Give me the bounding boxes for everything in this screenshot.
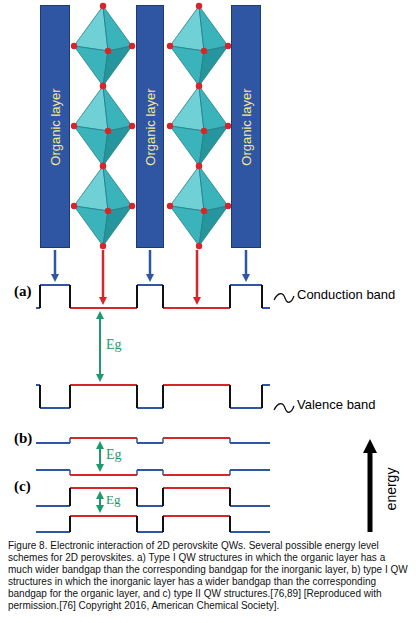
atom-dot [196, 83, 202, 89]
figure-caption: Figure 8. Electronic interaction of 2D p… [8, 540, 412, 612]
atom-dot [100, 163, 106, 169]
octahedron-face [74, 166, 108, 211]
atom-dot [71, 123, 77, 129]
atom-dot [196, 163, 202, 169]
octahedron-face [74, 86, 108, 131]
atom-dot [201, 48, 207, 54]
panel-letter: (a) [14, 283, 32, 300]
atom-dot [167, 123, 173, 129]
atom-dot [100, 163, 106, 169]
octahedron-face [170, 166, 204, 211]
octahedron-face [74, 206, 108, 246]
panel-letter: (c) [14, 478, 31, 495]
atom-dot [105, 48, 111, 54]
atom-dot [100, 83, 106, 89]
octahedron-face [103, 46, 132, 86]
octahedron-face [103, 86, 132, 131]
atom-dot [129, 123, 135, 129]
octahedron-face [103, 206, 132, 246]
band-label: Valence band [297, 397, 376, 412]
bandgap-label: Eg [106, 447, 122, 463]
octahedron-face [103, 126, 132, 166]
layer-label: Organic layer [143, 88, 158, 165]
organic-layer-box: Organic layer [136, 5, 164, 248]
bandgap-label: Eg [106, 492, 120, 508]
organic-layer-box: Organic layer [231, 5, 261, 248]
atom-dot [129, 43, 135, 49]
octahedra [71, 3, 231, 249]
atom-dot [196, 83, 202, 89]
atom-dot [196, 243, 202, 249]
octahedron-face [170, 46, 204, 86]
bandgap-label: Eg [106, 337, 122, 353]
octahedron-face [170, 6, 204, 51]
atom-dot [71, 43, 77, 49]
atom-dot [105, 128, 111, 134]
octahedron-face [74, 46, 108, 86]
octahedron-face [199, 86, 228, 131]
layer-label: Organic layer [48, 88, 63, 165]
octahedron-face [199, 206, 228, 246]
axis-label: energy [383, 468, 399, 511]
band-label: Conduction band [297, 287, 395, 302]
atom-dot [100, 3, 106, 9]
atom-dot [100, 83, 106, 89]
octahedron-face [74, 126, 108, 166]
atom-dot [196, 163, 202, 169]
atom-dot [167, 43, 173, 49]
octahedron-face [199, 6, 228, 51]
octahedron-face [103, 166, 132, 211]
octahedron-face [74, 6, 108, 51]
atom-dot [201, 128, 207, 134]
octahedron-face [199, 126, 228, 166]
layer-label: Organic layer [239, 88, 254, 165]
octahedron-face [199, 46, 228, 86]
octahedron-face [199, 166, 228, 211]
atom-dot [105, 208, 111, 214]
organic-layer-box: Organic layer [40, 5, 70, 248]
octahedron-face [170, 86, 204, 131]
band-lines [36, 285, 294, 532]
octahedron-face [170, 126, 204, 166]
atom-dot [129, 203, 135, 209]
atom-dot [71, 203, 77, 209]
panel-letter: (b) [14, 430, 32, 447]
octahedron-face [170, 206, 204, 246]
bandgap-arrows [99, 313, 101, 511]
atom-dot [201, 208, 207, 214]
octahedron-face [103, 6, 132, 51]
energy-arrow [368, 446, 373, 532]
atom-dot [196, 3, 202, 9]
atom-dot [100, 243, 106, 249]
atom-dot [167, 203, 173, 209]
layer-arrows [55, 250, 246, 301]
